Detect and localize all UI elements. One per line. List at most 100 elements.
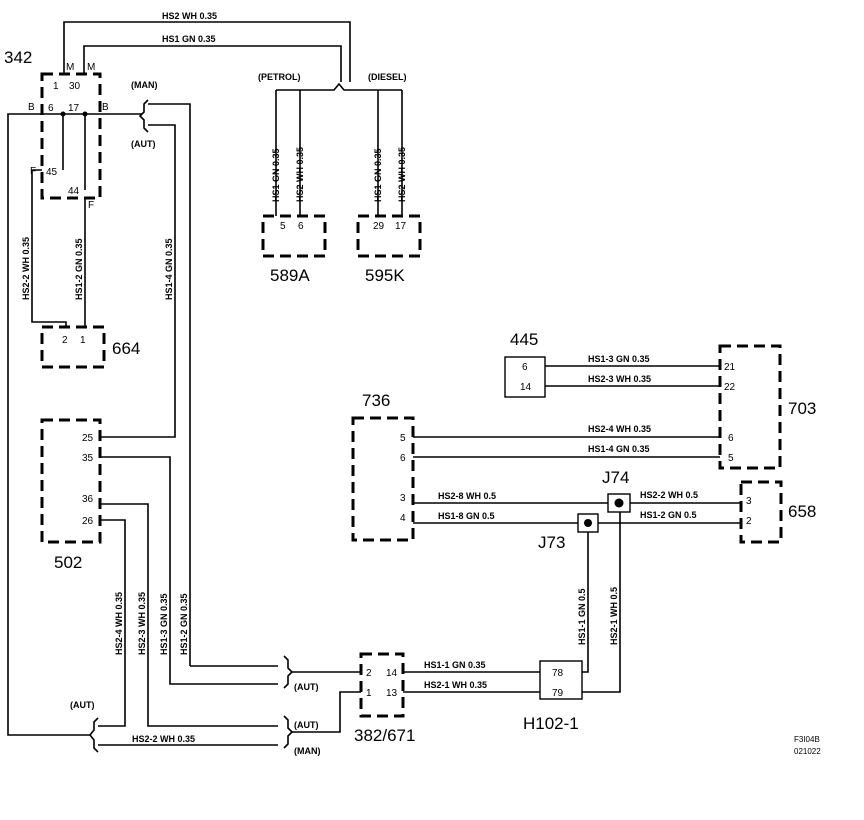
wire-label-hs1-4-703: HS1-4 GN 0.35 — [588, 444, 650, 454]
pin-h102-79: 79 — [552, 688, 564, 699]
variant-aut-right1: (AUT) — [294, 682, 319, 692]
pin-342-1: 1 — [53, 81, 59, 92]
pin-502-36: 36 — [82, 494, 94, 505]
brace-man-aut-top — [138, 99, 149, 133]
wire-hs1-1-v — [582, 532, 589, 673]
component-H102-box — [539, 660, 583, 700]
brace-aut-right1 — [283, 655, 294, 689]
component-658-box — [739, 480, 783, 544]
component-589A-box — [261, 214, 327, 258]
pin-342-44: 44 — [68, 186, 80, 197]
label-703: 703 — [788, 399, 816, 418]
variant-aut-top: (AUT) — [131, 139, 156, 149]
wire-hs2-3-502 — [100, 503, 278, 727]
footer-date: 021022 — [794, 747, 821, 756]
pin-664-2: 2 — [62, 335, 68, 346]
junction-J74-dot — [614, 498, 624, 508]
pin-342-30: 30 — [69, 81, 81, 92]
label-664: 664 — [112, 339, 140, 358]
label-595K: 595K — [365, 266, 405, 285]
variant-aut-left: (AUT) — [70, 700, 95, 710]
pin-342-m1: M — [66, 62, 74, 73]
pin-445-6: 6 — [522, 362, 528, 373]
pin-703-5: 5 — [728, 453, 734, 464]
wire-hs2-top — [63, 21, 351, 82]
pin-342-f2: F — [88, 200, 94, 211]
label-342: 342 — [4, 48, 32, 67]
wire-hs2-2-left — [31, 169, 67, 327]
wire-label-hs2-4-v: HS2-4 WH 0.35 — [114, 592, 124, 655]
pin-736-3: 3 — [400, 493, 406, 504]
wire-label-hs2-589: HS2 WH 0.35 — [295, 147, 305, 202]
variant-aut-right2: (AUT) — [294, 720, 319, 730]
component-664-box — [40, 325, 106, 369]
wire-label-hs1-4: HS1-4 GN 0.35 — [164, 238, 174, 300]
pin-445-14: 14 — [520, 382, 532, 393]
wire-label-hs1-8: HS1-8 GN 0.5 — [438, 511, 495, 521]
pin-h102-78: 78 — [552, 668, 564, 679]
variant-man-right: (MAN) — [294, 746, 321, 756]
pin-589-5: 5 — [280, 221, 286, 232]
pin-342-b1: B — [28, 102, 35, 113]
pin-595-17: 17 — [395, 221, 407, 232]
pin-342-m2: M — [87, 62, 95, 73]
pin-502-26: 26 — [82, 516, 94, 527]
wire-label-hs1-3-v: HS1-3 GN 0.35 — [159, 593, 169, 655]
wire-label-hs2-top: HS2 WH 0.35 — [162, 11, 217, 21]
wire-label-hs1-595: HS1 GN 0.35 — [373, 148, 383, 202]
component-445-box — [504, 356, 546, 398]
wire-hs1-top — [83, 45, 342, 82]
pin-382-1: 1 — [366, 688, 372, 699]
component-703-box — [718, 344, 782, 470]
wire-label-hs2-595: HS2 WH 0.35 — [397, 147, 407, 202]
variant-petrol: (PETROL) — [258, 72, 301, 82]
label-736: 736 — [362, 391, 390, 410]
wire-label-hs2-3-v: HS2-3 WH 0.35 — [137, 592, 147, 655]
wire-label-hs1-1-v: HS1-1 GN 0.5 — [577, 588, 587, 645]
wire-label-hs1-2-v: HS1-2 GN 0.35 — [179, 593, 189, 655]
pin-736-4: 4 — [400, 513, 406, 524]
wire-label-hs2-8: HS2-8 WH 0.5 — [438, 491, 496, 501]
wire-label-hs2-1-h: HS2-1 WH 0.35 — [424, 680, 487, 690]
label-445: 445 — [510, 330, 538, 349]
wire-hs1-4 — [100, 124, 176, 438]
wire-hs2-4-502 — [98, 519, 126, 727]
pin-342-b2: B — [102, 102, 109, 113]
wire-hs2-1-v — [582, 512, 621, 693]
wire-label-hs1-2-left: HS1-2 GN 0.35 — [74, 238, 84, 300]
wire-label-hs1-589: HS1 GN 0.35 — [271, 148, 281, 202]
wire-label-hs2-2-658: HS2-2 WH 0.5 — [640, 490, 698, 500]
variant-man-top: (MAN) — [131, 80, 158, 90]
pin-342-f1: F — [30, 166, 36, 177]
label-658: 658 — [788, 502, 816, 521]
pin-382-14: 14 — [386, 668, 398, 679]
wire-label-hs1-top: HS1 GN 0.35 — [162, 34, 216, 44]
wire-label-hs2-4-703: HS2-4 WH 0.35 — [588, 424, 651, 434]
wire-label-hs2-3-445: HS2-3 WH 0.35 — [588, 374, 651, 384]
component-382-box — [359, 652, 405, 718]
pin-502-25: 25 — [82, 433, 94, 444]
component-736-box — [351, 416, 415, 542]
junction-J73-dot — [584, 519, 592, 527]
pin-342-45: 45 — [46, 167, 58, 178]
label-382-671: 382/671 — [354, 726, 415, 745]
pin-342-17: 17 — [68, 103, 80, 114]
wire-hs1-3-502 — [100, 456, 278, 685]
brace-aut-left — [88, 717, 99, 753]
label-H102-1: H102-1 — [523, 714, 579, 733]
pin-382-2: 2 — [366, 668, 372, 679]
wire-label-hs2-2-left: HS2-2 WH 0.35 — [21, 237, 31, 300]
footer-code: F3I04B — [794, 735, 820, 744]
pin-658-3: 3 — [746, 496, 752, 507]
brace-aut-man-right — [283, 715, 294, 749]
component-595K-box — [356, 214, 422, 258]
wire-hs1-2-down — [148, 103, 191, 666]
pin-736-5: 5 — [400, 433, 406, 444]
label-J74: J74 — [602, 468, 629, 487]
component-502-box — [40, 418, 102, 544]
wire-petrol-diesel-bus — [276, 82, 402, 91]
wire-to-382-1 — [292, 691, 361, 733]
pin-595-29: 29 — [373, 221, 385, 232]
pin-658-2: 2 — [746, 516, 752, 527]
